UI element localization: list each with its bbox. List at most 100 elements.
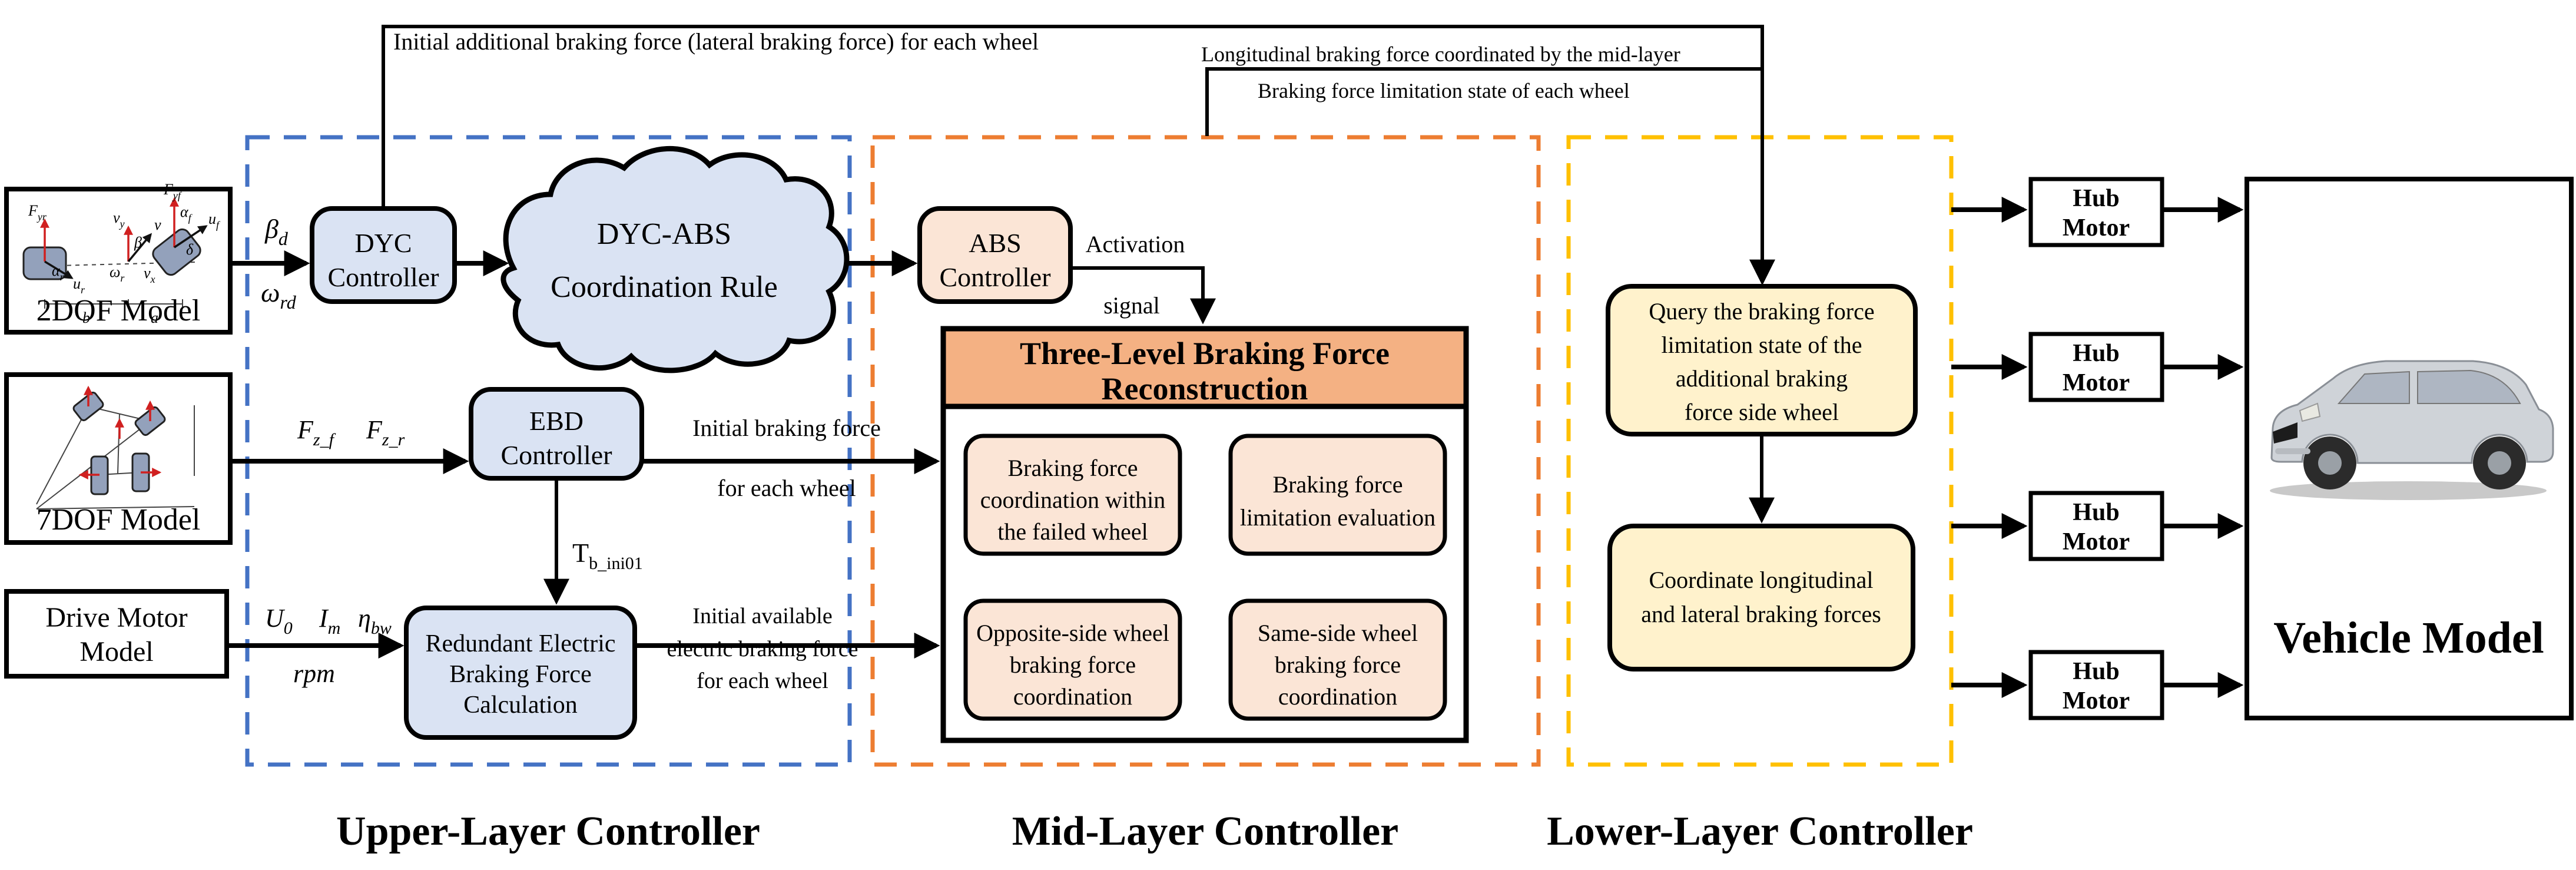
model-2dof-label: 2DOF Model bbox=[37, 294, 201, 328]
model-7dof: 7DOF Model bbox=[4, 372, 233, 545]
dyc-label-2: Controller bbox=[327, 262, 439, 292]
signal-fzr: Fz_r bbox=[366, 415, 405, 449]
reconstruction-title-2: Reconstruction bbox=[1102, 371, 1308, 406]
dyc-label-1: DYC bbox=[354, 228, 412, 258]
activation-label-1: Activation bbox=[1086, 231, 1185, 257]
sub-box-same-side: Same-side wheel braking force coordinati… bbox=[1228, 598, 1447, 721]
hub3-line1: Hub bbox=[2073, 499, 2119, 526]
model-7dof-label: 7DOF Model bbox=[37, 503, 201, 537]
hub1-line2: Motor bbox=[2063, 214, 2130, 242]
redundant-electric-block: Redundant Electric Braking Force Calcula… bbox=[404, 606, 637, 740]
signal-u0: U0 bbox=[265, 604, 293, 638]
bicycle-model-icon: Fyr vy v Fyf αf uf β ωr vx δ αr ur b a bbox=[22, 181, 221, 326]
sub4-line3: coordination bbox=[1278, 683, 1397, 710]
signal-im: Im bbox=[319, 604, 340, 638]
hub4-line1: Hub bbox=[2073, 658, 2119, 685]
red-out-label-2: electric braking force bbox=[667, 637, 858, 661]
coordinate-line2: and lateral braking forces bbox=[1641, 601, 1881, 627]
sub4-line2: braking force bbox=[1275, 651, 1401, 678]
coordinate-line1: Coordinate longitudinal bbox=[1649, 567, 1873, 593]
signal-omega-rd: ωrd bbox=[261, 277, 297, 313]
abs-label-2: Controller bbox=[939, 262, 1050, 292]
four-wheel-model-icon bbox=[36, 385, 195, 510]
ebd-label-2: Controller bbox=[500, 440, 612, 470]
query-line4: force side wheel bbox=[1685, 399, 1839, 425]
sub3-line2: braking force bbox=[1010, 651, 1136, 678]
label-longitudinal-braking: Longitudinal braking force coordinated b… bbox=[1201, 42, 1680, 66]
minivan-image bbox=[2270, 360, 2554, 500]
arrow-activation-signal bbox=[1070, 266, 1216, 325]
query-line3: additional braking bbox=[1676, 365, 1848, 392]
three-level-reconstruction-block: Three-Level Braking Force Reconstruction… bbox=[940, 326, 1469, 743]
sub1-line3: the failed wheel bbox=[997, 518, 1148, 545]
label-initial-additional-braking: Initial additional braking force (latera… bbox=[393, 28, 1039, 55]
cloud-label-2: Coordination Rule bbox=[551, 270, 778, 304]
signal-rpm: rpm bbox=[293, 659, 335, 688]
query-limitation-block: Query the braking force limitation state… bbox=[1606, 284, 1918, 436]
dof2-af-label: αf bbox=[180, 203, 193, 224]
caption-upper-layer: Upper-Layer Controller bbox=[336, 809, 760, 854]
signal-eta-bw: ηbw bbox=[358, 604, 392, 638]
red-out-label-1: Initial available bbox=[692, 604, 832, 628]
hub3-line2: Motor bbox=[2063, 528, 2130, 555]
cloud-label-1: DYC-ABS bbox=[597, 217, 731, 251]
activation-label-2: signal bbox=[1103, 292, 1160, 319]
sub3-line3: coordination bbox=[1013, 683, 1132, 710]
query-line1: Query the braking force bbox=[1649, 298, 1874, 325]
dyc-abs-coordination-cloud: DYC-ABS Coordination Rule bbox=[500, 146, 850, 373]
dyc-to-query-feedback-line bbox=[382, 25, 1775, 286]
dof2-uf-label: uf bbox=[208, 210, 221, 231]
sub2-line1: Braking force bbox=[1272, 471, 1403, 498]
dof2-vy-label: vy bbox=[113, 209, 125, 230]
ebd-out-label-2: for each wheel bbox=[717, 475, 856, 501]
hub4-line2: Motor bbox=[2063, 687, 2130, 714]
dof2-ar-label: αr bbox=[52, 262, 65, 283]
model-drive-motor-label-1: Drive Motor bbox=[45, 602, 187, 633]
coordinate-forces-block: Coordinate longitudinal and lateral brak… bbox=[1607, 524, 1915, 671]
redundant-label-1: Redundant Electric bbox=[425, 630, 615, 657]
hub1-line1: Hub bbox=[2073, 185, 2119, 212]
redundant-label-2: Braking Force bbox=[449, 661, 591, 688]
sub1-line1: Braking force bbox=[1007, 455, 1138, 481]
ebd-out-label-1: Initial braking force bbox=[692, 415, 881, 441]
caption-mid-layer: Mid-Layer Controller bbox=[1012, 809, 1398, 854]
label-limitation-state: Braking force limitation state of each w… bbox=[1258, 79, 1630, 102]
reconstruction-header bbox=[940, 326, 1469, 409]
redundant-label-3: Calculation bbox=[463, 692, 578, 719]
dyc-controller-block: DYC Controller bbox=[310, 206, 457, 304]
dof2-a-label: a bbox=[151, 309, 158, 326]
upper-layer-frame bbox=[245, 135, 852, 767]
signal-tb-ini01: Tb_ini01 bbox=[572, 538, 643, 573]
signal-beta-d: βd bbox=[264, 214, 289, 249]
sub3-line1: Opposite-side wheel bbox=[976, 620, 1169, 646]
model-drive-motor-label-2: Model bbox=[79, 636, 153, 667]
abs-label-1: ABS bbox=[969, 228, 1021, 258]
sub-box-limitation-evaluation: Braking force limitation evaluation bbox=[1228, 434, 1447, 556]
dof2-v-label: v bbox=[154, 216, 161, 233]
ebd-controller-block: EBD Controller bbox=[469, 387, 644, 481]
dof2-beta-label: β bbox=[134, 234, 142, 251]
signal-fzf: Fz_f bbox=[297, 415, 336, 449]
dof2-ur-label: ur bbox=[73, 275, 85, 296]
vehicle-model-block: Vehicle Model bbox=[2245, 177, 2574, 720]
dof2-b-label: b bbox=[82, 309, 90, 326]
lower-layer-frame bbox=[1566, 135, 1954, 767]
hub-motor-4: Hub Motor bbox=[2028, 650, 2164, 720]
abs-controller-block: ABS Controller bbox=[917, 206, 1073, 304]
dof2-wr-label: ωr bbox=[110, 263, 125, 284]
hub-motor-3: Hub Motor bbox=[2028, 491, 2164, 561]
sub-box-failed-wheel: Braking force coordination within the fa… bbox=[963, 434, 1182, 556]
cloud-shape bbox=[500, 146, 850, 373]
sub1-line2: coordination within bbox=[980, 487, 1165, 513]
hub-motor-1: Hub Motor bbox=[2028, 177, 2164, 247]
reconstruction-title-1: Three-Level Braking Force bbox=[1020, 336, 1390, 371]
hub2-line2: Motor bbox=[2063, 369, 2130, 396]
sub-box-opposite-side: Opposite-side wheel braking force coordi… bbox=[963, 598, 1182, 721]
mid-layer-frame bbox=[870, 135, 1541, 767]
midlayer-to-query-line bbox=[1205, 67, 1761, 136]
dof2-delta-label: δ bbox=[186, 241, 194, 258]
dof2-fyf-label: Fyf bbox=[163, 181, 183, 201]
sub4-line1: Same-side wheel bbox=[1258, 620, 1418, 646]
caption-lower-layer: Lower-Layer Controller bbox=[1547, 809, 1973, 854]
dof2-vx-label: vx bbox=[144, 264, 155, 285]
